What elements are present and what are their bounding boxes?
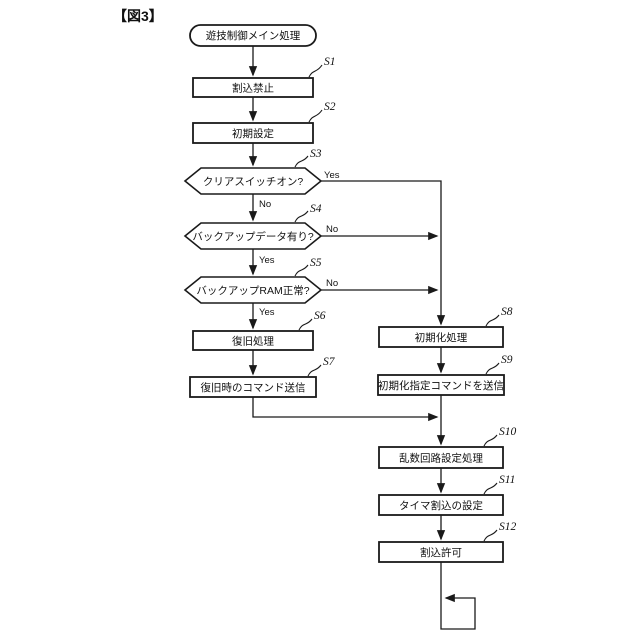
node-s3-label: クリアスイッチオン? [203,176,303,188]
step-label-s4: S4 [310,203,322,215]
node-s4-decision [183,222,323,250]
node-s2-box [192,122,314,144]
step-label-s7: S7 [323,356,336,368]
node-s8-label: 初期化処理 [415,331,468,344]
node-start-terminator [189,24,317,47]
leader-s9 [485,362,500,375]
leader-s3 [294,155,309,168]
leader-s4 [294,210,309,223]
node-s1-box [192,77,314,98]
step-label-s1: S1 [324,56,336,68]
node-s5-label: バックアップRAM正常? [196,284,309,297]
step-label-s11: S11 [499,474,515,486]
branch-s4-yes: Yes [259,255,275,266]
leader-s5 [294,264,309,277]
node-s7-label: 復旧時のコマンド送信 [201,381,306,394]
node-s10-label: 乱数回路設定処理 [399,452,483,465]
branch-s5-no: No [326,278,338,289]
step-label-s8: S8 [501,306,513,318]
node-s4-label: バックアップデータ有り? [192,230,313,243]
branch-s3-no: No [259,199,271,210]
leader-s6 [298,318,313,331]
edge-s12-main-loop [440,562,476,630]
branch-s3-yes: Yes [324,170,340,181]
node-s11-label: タイマ割込の設定 [399,499,483,512]
node-s2-label: 初期設定 [232,127,274,140]
step-label-s10: S10 [499,426,517,438]
node-s12-label: 割込許可 [420,546,462,559]
edge-s7-to-merge [252,397,439,422]
node-s7-box [189,376,317,398]
leader-s8 [485,314,500,327]
edge-s3-yes-to-s8 [321,180,446,326]
node-s9-label: 初期化指定コマンドを送信 [378,379,504,392]
step-label-s6: S6 [314,310,326,322]
node-s9-box [377,374,505,396]
branch-s5-yes: Yes [259,307,275,318]
leader-s11 [483,482,498,495]
node-s8-box [378,326,504,348]
node-s1-label: 割込禁止 [232,82,274,95]
node-start-label: 遊技制御メイン処理 [206,29,301,42]
leader-s12 [483,529,498,542]
step-label-s9: S9 [501,354,513,366]
node-s3-decision [183,167,323,195]
node-s6-box [192,330,314,351]
figure-title: 【図3】 [113,8,163,24]
leader-s7 [307,364,322,377]
leader-s2 [308,109,323,123]
node-s5-decision [183,276,323,304]
step-label-s5: S5 [310,257,322,269]
leader-s1 [308,64,323,78]
step-label-s2: S2 [324,101,336,113]
branch-s4-no: No [326,224,338,235]
node-s6-label: 復旧処理 [232,335,274,348]
node-s12-box [378,541,504,563]
step-label-s12: S12 [499,521,517,533]
leader-s10 [483,434,498,447]
step-label-s3: S3 [310,148,322,160]
node-s11-box [378,494,504,516]
node-s10-box [378,446,504,469]
